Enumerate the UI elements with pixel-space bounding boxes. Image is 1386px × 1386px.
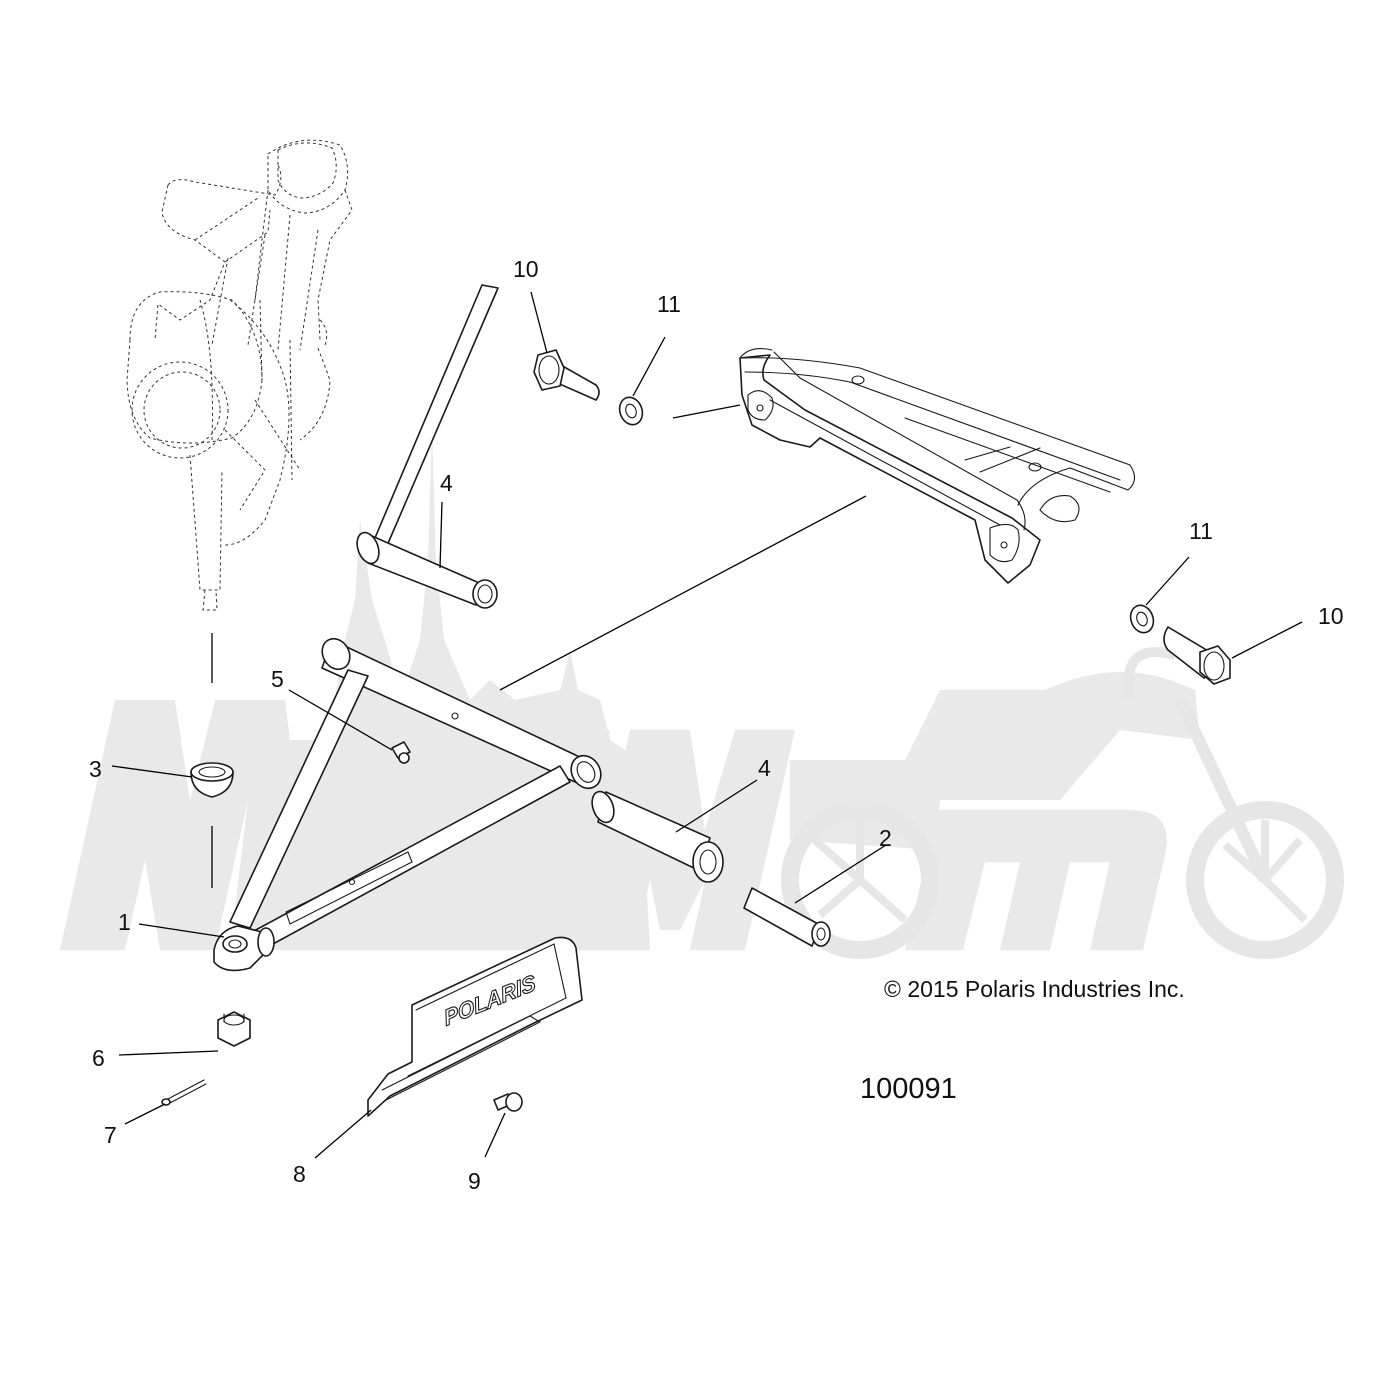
guard-screw xyxy=(493,1092,523,1112)
a-arm-guard: POLARIS xyxy=(367,936,583,1117)
watermark xyxy=(60,430,1344,959)
callout-4-upper: 4 xyxy=(440,470,453,496)
callout-3: 3 xyxy=(89,756,102,782)
callout-5: 5 xyxy=(271,666,284,692)
copyright-notice: © 2015 Polaris Industries Inc. xyxy=(884,976,1185,1002)
callout-11-lower: 11 xyxy=(1189,518,1213,544)
grease-fitting xyxy=(391,741,411,764)
pivot-bushing-lower xyxy=(591,790,724,883)
flange-bolt-upper xyxy=(533,349,600,401)
callout-10-lower: 10 xyxy=(1318,603,1344,629)
pivot-tube xyxy=(743,887,831,947)
callout-11-upper: 11 xyxy=(657,291,681,317)
callout-9: 9 xyxy=(468,1168,481,1194)
alignment-line-frame-upper xyxy=(672,404,741,419)
diagram-number: 100091 xyxy=(860,1073,957,1105)
callout-2: 2 xyxy=(879,825,892,851)
callout-10-upper: 10 xyxy=(513,256,539,282)
washer-upper xyxy=(618,396,644,426)
dust-boot xyxy=(190,762,234,798)
cotter-pin xyxy=(161,1079,207,1106)
pivot-bushing-upper xyxy=(356,284,499,609)
callout-leaders xyxy=(111,291,1303,1159)
callout-numbers: 1 2 3 4 4 5 6 7 8 9 10 10 11 11 xyxy=(89,256,1344,1194)
callout-8: 8 xyxy=(293,1161,306,1187)
lower-a-arm xyxy=(213,637,602,972)
callout-7: 7 xyxy=(104,1122,117,1148)
callout-1: 1 xyxy=(118,909,131,935)
callout-6: 6 xyxy=(92,1045,105,1071)
steering-knuckle xyxy=(126,139,353,611)
frame-crossmember xyxy=(739,348,1136,584)
callout-4-lower: 4 xyxy=(758,755,771,781)
washer-lower xyxy=(1129,604,1155,634)
flange-bolt-lower xyxy=(1163,626,1231,685)
castle-nut xyxy=(217,1011,251,1047)
alignment-line-frame-lower xyxy=(499,495,867,691)
